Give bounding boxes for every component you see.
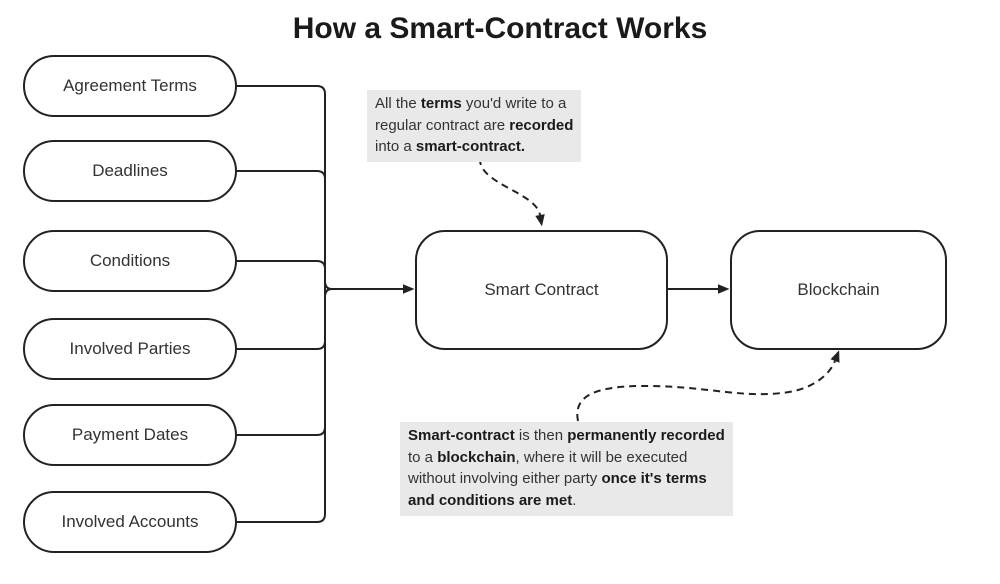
connector-deadlines xyxy=(236,170,326,180)
node-label: Involved Parties xyxy=(69,339,191,358)
node-label: Deadlines xyxy=(92,161,168,180)
node-label: Payment Dates xyxy=(71,425,189,444)
node-smart-contract: Smart Contract xyxy=(415,230,668,350)
node-blockchain: Blockchain xyxy=(730,230,947,350)
node-agreement-terms: Agreement Terms xyxy=(23,55,237,117)
dashed-arrow-note2-to-blockchain xyxy=(576,350,840,422)
node-label: Conditions xyxy=(89,251,171,270)
diagram-title: How a Smart-Contract Works xyxy=(292,12,708,45)
node-label: Blockchain xyxy=(797,280,880,299)
connector-involved-parties xyxy=(236,340,326,350)
node-conditions: Conditions xyxy=(23,230,237,292)
connector-conditions xyxy=(236,260,326,270)
node-payment-dates: Payment Dates xyxy=(23,404,237,466)
node-label: Involved Accounts xyxy=(61,512,199,531)
annotation-note-permanently-recorded: Smart-contract is then permanently recor… xyxy=(400,422,733,516)
node-deadlines: Deadlines xyxy=(23,140,237,202)
connector-payment-dates xyxy=(236,426,326,436)
connector-agreement-terms xyxy=(236,85,326,95)
node-label: Agreement Terms xyxy=(63,76,197,95)
node-involved-parties: Involved Parties xyxy=(23,318,237,380)
junction-flare-top xyxy=(324,280,333,290)
connector-involved-accounts xyxy=(236,513,326,523)
junction-flare-bottom xyxy=(324,288,333,298)
node-label: Smart Contract xyxy=(484,280,599,299)
dashed-arrow-note1-to-smart-contract xyxy=(478,157,545,227)
node-involved-accounts: Involved Accounts xyxy=(23,491,237,553)
